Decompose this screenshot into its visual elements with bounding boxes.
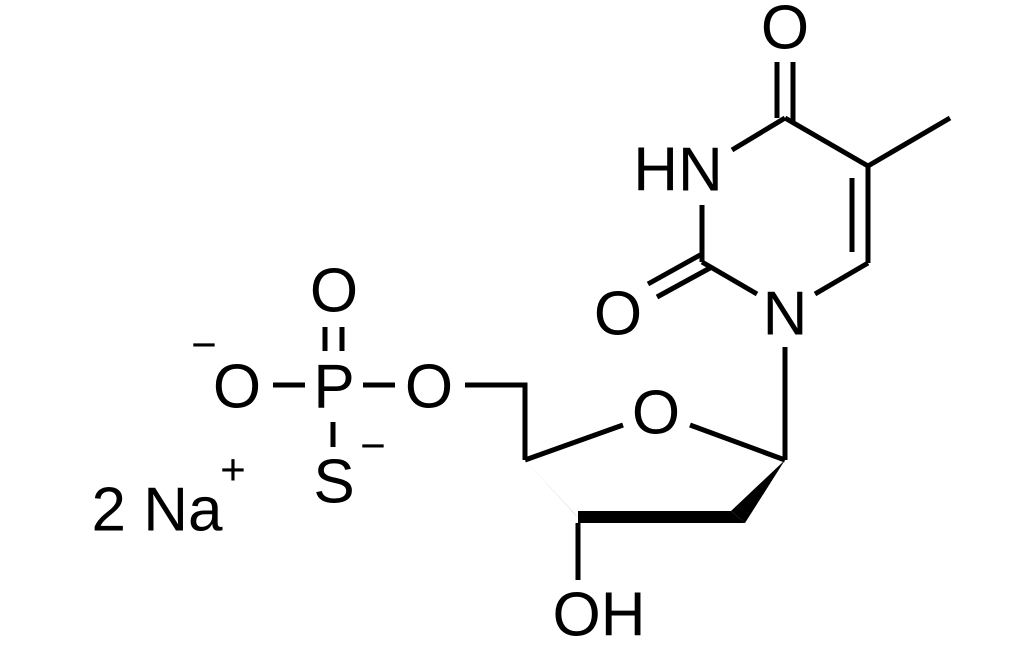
bond-c4-c5 xyxy=(783,115,870,169)
wedge-c2-c1 xyxy=(731,460,785,523)
atom-o-ester: O xyxy=(405,353,453,422)
atom-o4: O xyxy=(761,0,809,63)
atom-sulfur: S xyxy=(313,448,354,517)
bond-c4-o4 xyxy=(524,422,624,463)
atom-o2: O xyxy=(594,280,642,349)
atom-ring-oxygen: O xyxy=(632,379,680,448)
atom-hydroxyl: OH xyxy=(553,581,646,650)
charge-s-minus: − xyxy=(360,422,386,471)
bond-c6-n1 xyxy=(813,260,870,297)
wedge-c4-c3 xyxy=(525,460,583,523)
bond-c4-n3 xyxy=(730,115,787,153)
atom-o-minus: O xyxy=(213,353,261,422)
counterion-sodium: 2 Na xyxy=(92,476,223,545)
bond-n1-c2 xyxy=(700,259,759,297)
bold-bond-c3-c2 xyxy=(578,511,745,523)
charge-o-minus: − xyxy=(191,321,217,370)
bond-c2-o-a xyxy=(646,251,704,287)
atom-n3: HN xyxy=(633,136,723,205)
bond-c2-o-b xyxy=(655,265,712,300)
bond-c5-methyl xyxy=(866,115,952,169)
atom-phosphorus: P xyxy=(313,353,354,422)
bond-o-c5-c4 xyxy=(465,382,528,460)
charge-na-plus: + xyxy=(220,446,246,495)
atom-o-double: O xyxy=(310,257,358,326)
bond-o4-c1 xyxy=(689,422,786,463)
atom-n1: N xyxy=(763,280,808,349)
